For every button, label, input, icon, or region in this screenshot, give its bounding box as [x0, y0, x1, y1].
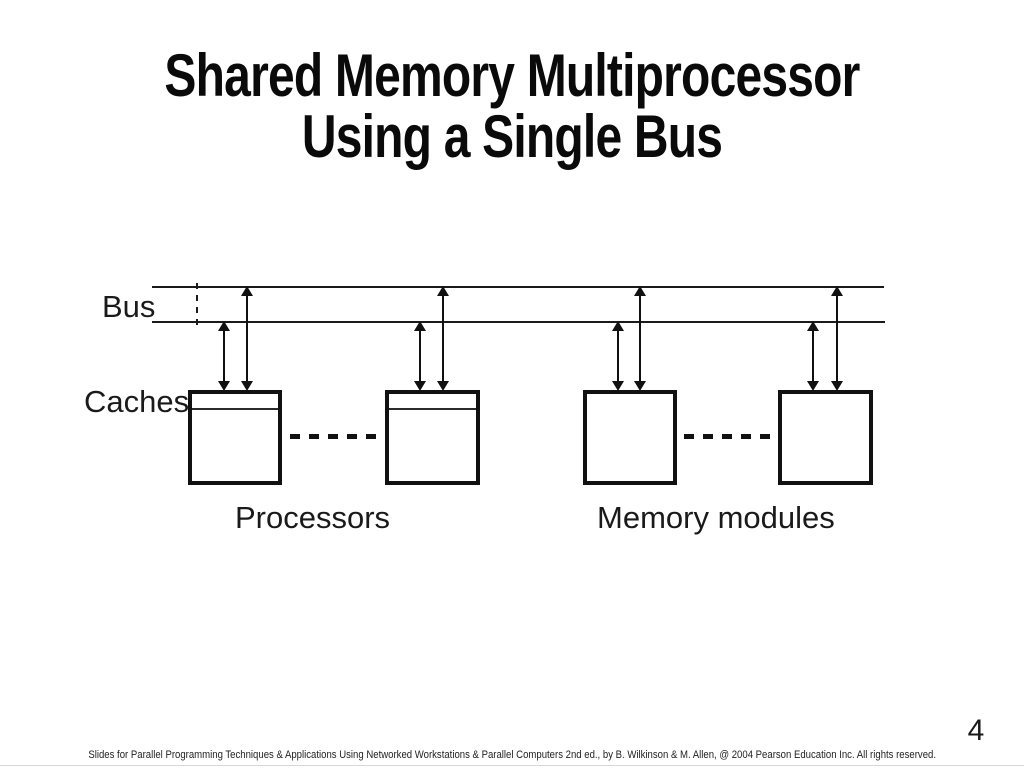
arrow-processor2-bus [437, 286, 449, 391]
arrow-memory1-bus-lower [612, 321, 624, 391]
processor-box-2 [385, 390, 480, 485]
page-number: 4 [967, 714, 985, 747]
slide-title: Shared Memory Multiprocessor Using a Sin… [102, 45, 921, 167]
arrow-memory2-bus-lower [807, 321, 819, 391]
cache-strip-1 [192, 394, 278, 410]
title-line-1: Shared Memory Multiprocessor [164, 42, 860, 109]
processor-box-1 [188, 390, 282, 485]
arrow-processor1-cache-bus [218, 321, 230, 391]
bus-bottom-line [152, 321, 885, 323]
footer-credit: Slides for Parallel Programming Techniqu… [0, 748, 1024, 762]
footer-credit-text: Slides for Parallel Programming Techniqu… [88, 749, 936, 761]
label-memory-modules: Memory modules [597, 500, 835, 535]
ellipsis-dashes-memory [684, 434, 773, 439]
memory-box-2 [778, 390, 873, 485]
memory-box-1 [583, 390, 677, 485]
ellipsis-dashes-processors [290, 434, 376, 439]
label-bus: Bus [102, 289, 156, 324]
slide-bottom-edge [0, 765, 1024, 766]
label-processors: Processors [235, 500, 391, 535]
bus-top-line [152, 286, 884, 288]
arrow-processor1-bus [241, 286, 253, 391]
title-line-2: Using a Single Bus [301, 103, 723, 170]
arrow-memory2-bus-upper [831, 286, 843, 391]
cache-strip-2 [389, 394, 476, 410]
bus-dashed-tick [196, 283, 198, 329]
label-caches: Caches [84, 384, 190, 419]
arrow-processor2-cache-bus [414, 321, 426, 391]
arrow-memory1-bus-upper [634, 286, 646, 391]
